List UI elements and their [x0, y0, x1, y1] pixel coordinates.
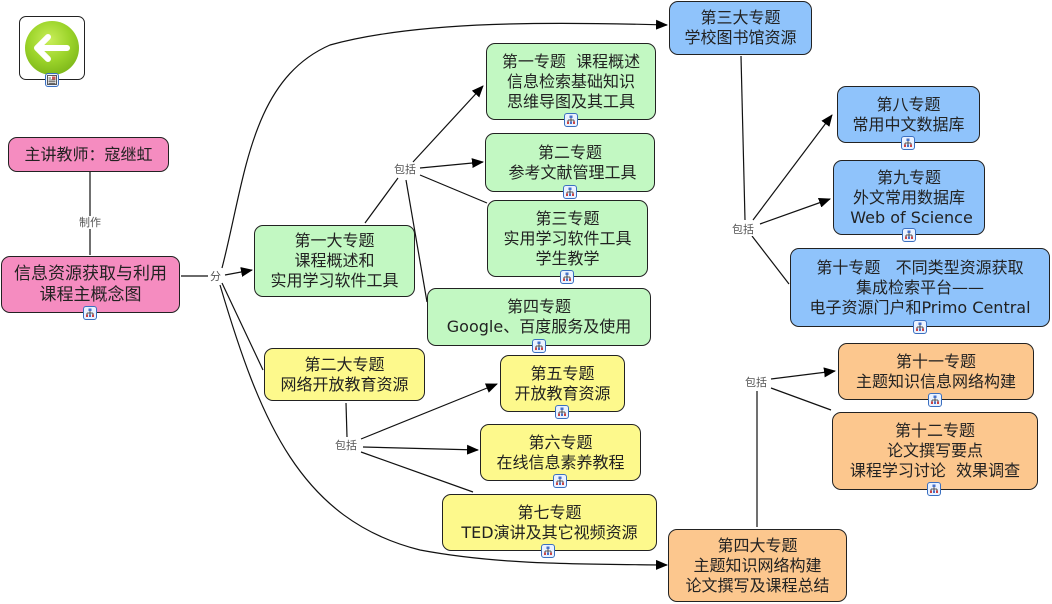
submap-hierarchy-icon[interactable]	[902, 228, 916, 242]
submap-hierarchy-icon[interactable]	[913, 320, 927, 334]
link-includes-t2	[419, 158, 484, 169]
link-includes-t3	[419, 174, 488, 204]
link-m2-includes	[345, 402, 348, 438]
topic-11[interactable]: 第十一专题 主题知识信息网络构建	[838, 343, 1034, 400]
topic-9[interactable]: 第九专题 外文常用数据库 Web of Science	[833, 160, 985, 235]
topic-11-text: 第十一专题 主题知识信息网络构建	[855, 351, 1016, 391]
major-topic-1[interactable]: 第一大专题 课程概述和 实用学习软件工具	[254, 225, 415, 297]
link-label-includes-m1: 包括	[393, 163, 417, 176]
topic-1[interactable]: 第一专题 课程概述 信息检索基础知识 思维导图及其工具	[486, 43, 656, 120]
topic-5-text: 第五专题 开放教育资源	[514, 363, 611, 403]
major-topic-1-text: 第一大专题 课程概述和 实用学习软件工具	[270, 231, 399, 290]
submap-hierarchy-icon[interactable]	[928, 393, 942, 407]
link-includes-t11	[770, 367, 836, 380]
submap-hierarchy-icon[interactable]	[901, 136, 915, 150]
link-includes-t10	[751, 235, 790, 285]
document-image-icon[interactable]	[45, 73, 59, 87]
major-topic-2-text: 第二大专题 网络开放教育资源	[280, 354, 409, 394]
link-label-includes-m2: 包括	[334, 439, 358, 452]
link-includes-t5	[360, 383, 498, 440]
link-includes-t6	[362, 444, 479, 455]
topic-3[interactable]: 第三专题 实用学习软件工具 学生教学	[487, 200, 648, 277]
submap-hierarchy-icon[interactable]	[555, 405, 569, 419]
submap-hierarchy-icon[interactable]	[553, 474, 567, 488]
back-button[interactable]	[19, 16, 85, 80]
back-arrow-icon	[25, 21, 79, 75]
link-includes-t12	[770, 387, 832, 411]
topic-6[interactable]: 第六专题 在线信息素养教程	[480, 424, 641, 481]
link-m3-includes	[740, 55, 746, 221]
link-label-includes-m3: 包括	[731, 223, 755, 236]
submap-hierarchy-icon[interactable]	[83, 306, 97, 320]
topic-10-text: 第十专题 不同类型资源获取 集成检索平台—— 电子资源门户和Primo Cent…	[809, 257, 1031, 317]
topic-10[interactable]: 第十专题 不同类型资源获取 集成检索平台—— 电子资源门户和Primo Cent…	[790, 248, 1050, 327]
major-topic-3-text: 第三大专题 学校图书馆资源	[684, 8, 797, 47]
submap-hierarchy-icon[interactable]	[564, 113, 578, 127]
topic-5[interactable]: 第五专题 开放教育资源	[500, 355, 625, 412]
link-includes-t1	[412, 85, 484, 163]
link-includes-t7	[360, 451, 474, 493]
link-divide-m2	[221, 282, 264, 371]
topic-12-text: 第十二专题 论文撰写要点 课程学习讨论 效果调查	[849, 421, 1021, 480]
link-label-divides: 分	[209, 270, 222, 283]
major-topic-2[interactable]: 第二大专题 网络开放教育资源	[264, 348, 425, 401]
submap-hierarchy-icon[interactable]	[560, 270, 574, 284]
root-concept-node[interactable]: 信息资源获取与利用 课程主概念图	[1, 256, 180, 313]
major-topic-4-text: 第四大专题 主题知识网络构建 论文撰写及课程总结	[685, 535, 830, 595]
link-includes-t4	[405, 179, 428, 303]
submap-hierarchy-icon[interactable]	[541, 544, 555, 558]
link-includes-t8	[752, 114, 833, 221]
link-divide-m3	[221, 19, 668, 269]
major-topic-4[interactable]: 第四大专题 主题知识网络构建 论文撰写及课程总结	[668, 529, 847, 602]
link-includes-t9	[759, 197, 831, 225]
topic-4-text: 第四专题 Google、百度服务及使用	[446, 297, 632, 336]
topic-2-text: 第二专题 参考文献管理工具	[508, 142, 637, 182]
topic-7-text: 第七专题 TED演讲及其它视频资源	[461, 502, 638, 542]
link-divide-m1	[224, 267, 253, 277]
link-divide-m4	[219, 284, 668, 570]
root-text: 信息资源获取与利用 课程主概念图	[14, 263, 167, 305]
topic-2[interactable]: 第二专题 参考文献管理工具	[485, 133, 655, 192]
author-node[interactable]: 主讲教师：寇继虹	[8, 137, 169, 172]
link-label-made-by: 制作	[78, 216, 102, 229]
link-m1-includes	[364, 177, 399, 224]
topic-4[interactable]: 第四专题 Google、百度服务及使用	[427, 288, 651, 346]
topic-9-text: 第九专题 外文常用数据库 Web of Science	[850, 167, 973, 227]
author-text: 主讲教师：寇继虹	[24, 144, 153, 164]
link-label-includes-m4: 包括	[744, 376, 768, 389]
topic-1-text: 第一专题 课程概述 信息检索基础知识 思维导图及其工具	[501, 51, 641, 111]
topic-12[interactable]: 第十二专题 论文撰写要点 课程学习讨论 效果调查	[832, 412, 1038, 490]
topic-8[interactable]: 第八专题 常用中文数据库	[837, 86, 980, 143]
topic-7[interactable]: 第七专题 TED演讲及其它视频资源	[442, 494, 657, 551]
submap-hierarchy-icon[interactable]	[927, 482, 941, 496]
submap-hierarchy-icon[interactable]	[532, 339, 546, 353]
submap-hierarchy-icon[interactable]	[563, 185, 577, 199]
topic-3-text: 第三专题 实用学习软件工具 学生教学	[503, 208, 632, 268]
topic-6-text: 第六专题 在线信息素养教程	[496, 432, 625, 472]
major-topic-3[interactable]: 第三大专题 学校图书馆资源	[669, 1, 812, 55]
topic-8-text: 第八专题 常用中文数据库	[852, 94, 965, 134]
